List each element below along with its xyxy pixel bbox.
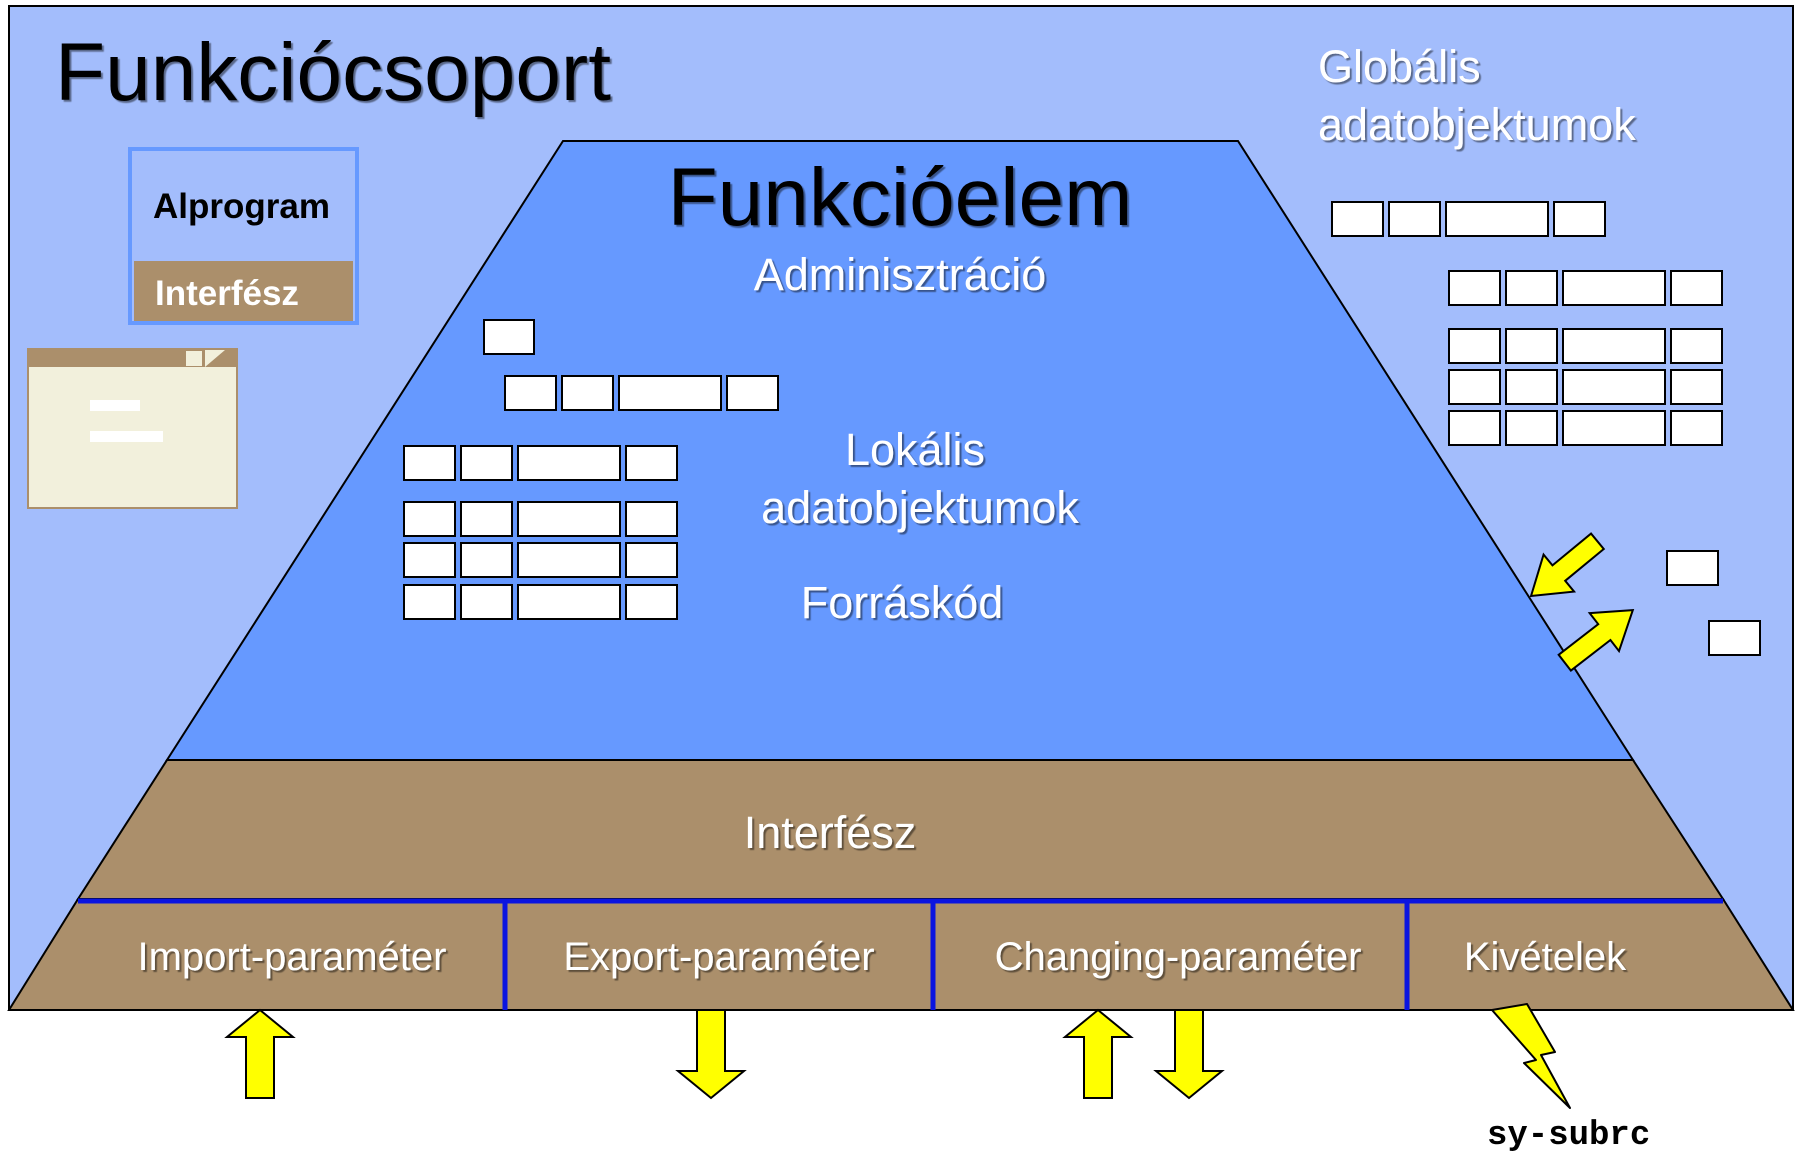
data-cell <box>460 542 513 578</box>
data-cell <box>517 542 621 578</box>
data-cell <box>1670 328 1723 364</box>
data-cell <box>625 542 678 578</box>
data-cell <box>1670 369 1723 405</box>
data-cell <box>1505 410 1558 446</box>
global-data-field <box>1708 620 1761 656</box>
changing-in-arrow-icon <box>1062 1008 1134 1099</box>
data-cell <box>1448 369 1501 405</box>
document-icon <box>27 348 238 509</box>
data-cell <box>625 501 678 537</box>
export-parameter-label: Export-paraméter <box>563 935 874 979</box>
function-module-title: Funkcióelem <box>668 152 1133 243</box>
data-cell <box>1505 369 1558 405</box>
document-tab <box>186 351 202 366</box>
data-cell <box>618 375 722 411</box>
data-cell <box>517 584 621 620</box>
data-cell <box>1388 201 1441 237</box>
local-structure <box>504 375 779 411</box>
data-cell <box>1670 410 1723 446</box>
interface-label: Interfész <box>744 807 917 858</box>
data-cell <box>403 501 456 537</box>
data-cell <box>1445 201 1549 237</box>
data-cell <box>403 584 456 620</box>
local-data-label-line2: adatobjektumok <box>761 482 1079 533</box>
internal-table <box>1448 270 1723 446</box>
data-cell <box>1562 270 1666 306</box>
data-cell <box>1505 270 1558 306</box>
global-data-label-line2: adatobjektumok <box>1318 99 1636 150</box>
data-cell <box>625 584 678 620</box>
exception-lightning-icon <box>1491 1003 1571 1109</box>
data-cell <box>504 375 557 411</box>
data-cell <box>460 445 513 481</box>
document-header <box>28 349 237 367</box>
data-cell <box>1448 328 1501 364</box>
data-cell <box>1448 270 1501 306</box>
global-data-field <box>1666 550 1719 586</box>
changing-parameter-label: Changing-paraméter <box>995 935 1362 979</box>
local-tables <box>403 445 678 620</box>
data-cell <box>1331 201 1384 237</box>
function-group-title: Funkciócsoport <box>55 27 611 118</box>
subprogram-interface-area <box>134 261 353 321</box>
document-body <box>27 348 238 509</box>
data-cell <box>1562 410 1666 446</box>
local-data-field <box>483 319 535 355</box>
data-cell <box>1553 201 1606 237</box>
data-cell <box>1448 410 1501 446</box>
subprogram-title: Alprogram <box>153 187 330 226</box>
local-data-label-line1: Lokális <box>845 424 985 475</box>
data-cell <box>1670 270 1723 306</box>
import-parameter-label: Import-paraméter <box>138 935 447 979</box>
data-cell <box>517 501 621 537</box>
data-cell <box>1562 328 1666 364</box>
data-cell <box>625 445 678 481</box>
exceptions-label: Kivételek <box>1464 935 1627 979</box>
data-cell <box>460 584 513 620</box>
global-structure <box>1331 201 1606 237</box>
data-cell <box>1562 369 1666 405</box>
changing-out-arrow-icon <box>1153 1009 1225 1100</box>
subprogram-box: Alprogram Interfész <box>128 147 359 325</box>
global-tables <box>1331 201 1723 446</box>
data-cell <box>517 445 621 481</box>
write-arrow-icon <box>1557 608 1635 672</box>
administration-label: Adminisztráció <box>754 249 1047 300</box>
data-cell <box>726 375 779 411</box>
data-cell <box>1505 328 1558 364</box>
document-line <box>90 431 163 442</box>
subprogram-interface-label: Interfész <box>155 274 299 313</box>
document-corner <box>205 350 225 367</box>
sy-subrc-label: sy-subrc <box>1487 1117 1650 1152</box>
document-line <box>90 400 140 411</box>
import-arrow-icon <box>224 1008 296 1099</box>
export-arrow-icon <box>675 1009 747 1100</box>
internal-table <box>403 445 678 620</box>
data-cell <box>460 501 513 537</box>
data-cell <box>561 375 614 411</box>
data-cell <box>403 445 456 481</box>
read-arrow-icon <box>1529 532 1606 598</box>
data-cell <box>403 542 456 578</box>
global-data-label-line1: Globális <box>1318 41 1481 92</box>
source-code-label: Forráskód <box>801 577 1004 628</box>
